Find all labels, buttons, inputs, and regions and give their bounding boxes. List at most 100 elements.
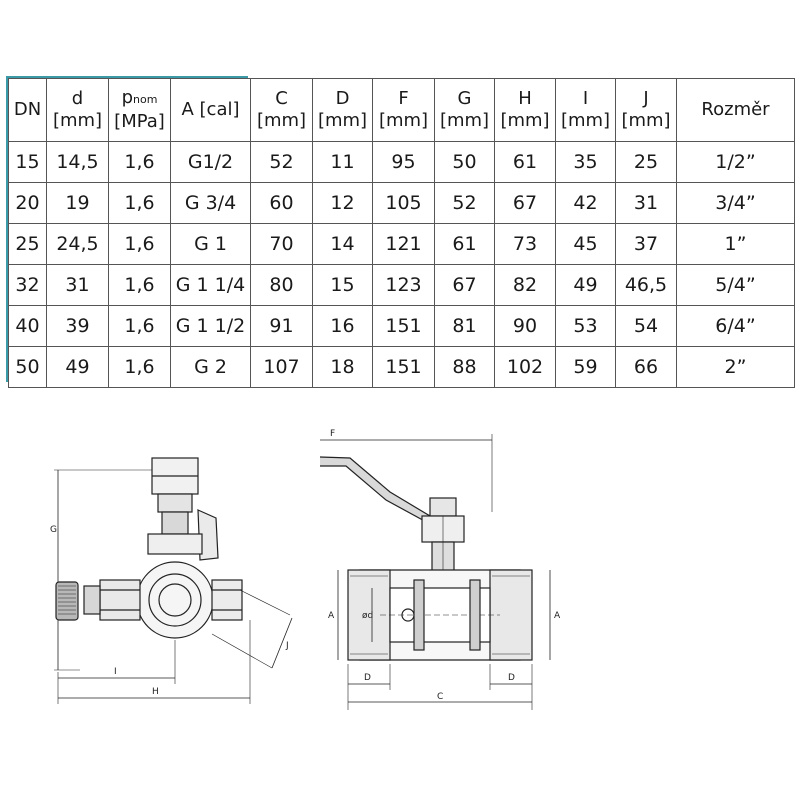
table-cell: 70 <box>250 223 313 265</box>
label-d-inner: ød <box>362 611 373 621</box>
table-cell: 42 <box>555 182 616 224</box>
table-cell: 14 <box>312 223 373 265</box>
header-label: I <box>582 88 589 109</box>
table-cell: 49 <box>555 264 616 306</box>
header-unit: [mm] <box>560 110 611 131</box>
table-cell: 53 <box>555 305 616 347</box>
table-cell: 15 <box>312 264 373 306</box>
table-cell: 67 <box>434 264 495 306</box>
table-cell: 25 <box>615 141 677 183</box>
table-cell: G1/2 <box>170 141 251 183</box>
table-cell: G 1 1/4 <box>170 264 251 306</box>
table-cell: 1,6 <box>108 141 171 183</box>
label-g: G <box>50 525 57 535</box>
dimension-table: DN d [mm] pnom [MPa] A [cal] C [mm] <box>8 78 795 388</box>
label-a-right: A <box>554 611 561 621</box>
accent-line-top <box>6 76 248 79</box>
header-d: d [mm] <box>46 78 109 142</box>
table-cell: 105 <box>372 182 435 224</box>
table-cell: 67 <box>494 182 556 224</box>
table-cell: 1” <box>676 223 795 265</box>
table-cell: 1,6 <box>108 264 171 306</box>
header-unit: [MPa] <box>114 111 165 132</box>
table-cell: 1,6 <box>108 182 171 224</box>
table-cell: 61 <box>494 141 556 183</box>
table-cell: 2” <box>676 346 795 388</box>
header-label: A [cal] <box>181 99 240 120</box>
table-cell: 1/2” <box>676 141 795 183</box>
header-c: C [mm] <box>250 78 313 142</box>
header-dn: DN <box>8 78 47 142</box>
header-pnom: pnom [MPa] <box>108 78 171 142</box>
table-cell: 1,6 <box>108 305 171 347</box>
table-cell: 1,6 <box>108 346 171 388</box>
header-label: J <box>643 88 649 109</box>
header-label: pnom <box>110 87 170 111</box>
header-unit: [mm] <box>621 110 671 131</box>
valve-section-view-drawing: F A ød A D D C <box>320 429 561 710</box>
table-cell: 102 <box>494 346 556 388</box>
table-cell: 37 <box>615 223 677 265</box>
table-cell: 50 <box>434 141 495 183</box>
table-cell: 45 <box>555 223 616 265</box>
table-cell: 16 <box>312 305 373 347</box>
header-unit: [mm] <box>378 110 429 131</box>
header-label-sub: nom <box>133 93 158 106</box>
table-cell: G 1 <box>170 223 251 265</box>
table-cell: 54 <box>615 305 677 347</box>
valve-side-view-drawing: G I H J <box>50 457 293 704</box>
header-d-len: D [mm] <box>312 78 373 142</box>
table-cell: G 3/4 <box>170 182 251 224</box>
table-cell: 91 <box>250 305 313 347</box>
dimension-table-wrapper: DN d [mm] pnom [MPa] A [cal] C [mm] <box>6 76 795 388</box>
table-cell: 107 <box>250 346 313 388</box>
table-cell: 66 <box>615 346 677 388</box>
table-cell: 20 <box>8 182 47 224</box>
header-label: C <box>275 88 288 109</box>
table-cell: 121 <box>372 223 435 265</box>
table-cell: 49 <box>46 346 109 388</box>
header-f: F [mm] <box>372 78 435 142</box>
table-cell: 19 <box>46 182 109 224</box>
table-cell: G 1 1/2 <box>170 305 251 347</box>
table-cell: 32 <box>8 264 47 306</box>
table-cell: 31 <box>46 264 109 306</box>
table-cell: 25 <box>8 223 47 265</box>
table-cell: 61 <box>434 223 495 265</box>
header-label: H <box>518 88 532 109</box>
label-f: F <box>330 429 335 439</box>
table-cell: 52 <box>434 182 495 224</box>
table-cell: 35 <box>555 141 616 183</box>
header-label: D <box>335 88 350 109</box>
header-rozmer: Rozměr <box>676 78 795 142</box>
table-cell: 12 <box>312 182 373 224</box>
header-label: G <box>457 88 472 109</box>
header-label: Rozměr <box>701 99 770 120</box>
table-cell: 151 <box>372 305 435 347</box>
table-cell: 151 <box>372 346 435 388</box>
header-a: A [cal] <box>170 78 251 142</box>
table-cell: 90 <box>494 305 556 347</box>
table-cell: 3/4” <box>676 182 795 224</box>
table-cell: 1,6 <box>108 223 171 265</box>
header-unit: [mm] <box>256 110 307 131</box>
table-cell: 18 <box>312 346 373 388</box>
table-cell: G 2 <box>170 346 251 388</box>
header-unit: [mm] <box>52 110 103 131</box>
header-unit: [mm] <box>500 110 550 131</box>
table-cell: 123 <box>372 264 435 306</box>
header-unit: [mm] <box>317 110 368 131</box>
table-cell: 80 <box>250 264 313 306</box>
table-cell: 73 <box>494 223 556 265</box>
table-cell: 60 <box>250 182 313 224</box>
header-h: H [mm] <box>494 78 556 142</box>
table-cell: 24,5 <box>46 223 109 265</box>
header-g: G [mm] <box>434 78 495 142</box>
label-i: I <box>114 667 117 677</box>
